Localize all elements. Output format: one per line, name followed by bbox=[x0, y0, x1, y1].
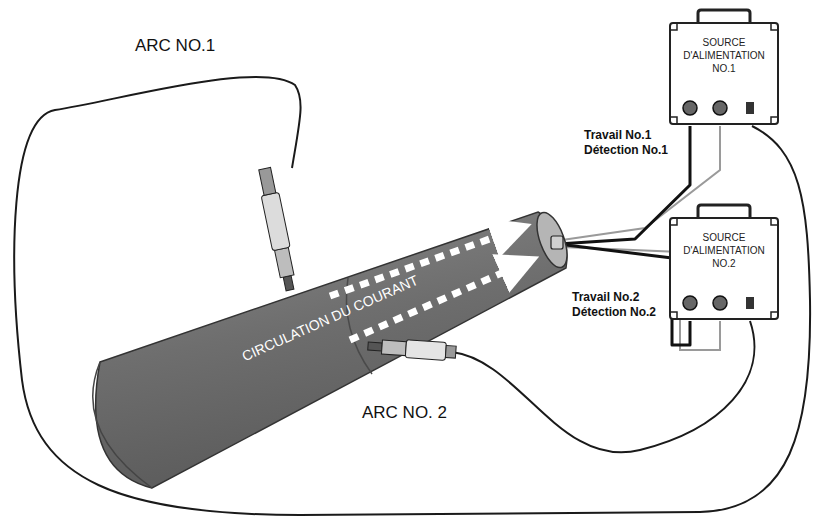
pipe-workpiece: CIRCULATION DU COURANT bbox=[80, 200, 580, 500]
power-source-label: SOURCE D'ALIMENTATION NO.1 bbox=[678, 36, 770, 75]
arc-label: ARC NO. 2 bbox=[362, 403, 447, 423]
welding-torch bbox=[367, 337, 456, 361]
power-source-box: SOURCE D'ALIMENTATION NO.1 bbox=[668, 8, 780, 126]
power-source-box: SOURCE D'ALIMENTATION NO.2 bbox=[668, 203, 780, 321]
power-source-label: SOURCE D'ALIMENTATION NO.2 bbox=[678, 231, 770, 270]
arc-label: ARC NO.1 bbox=[135, 36, 215, 56]
sense-lead-label: Détection No.1 bbox=[584, 143, 668, 157]
torch-cable bbox=[14, 77, 810, 515]
torch-cable bbox=[452, 321, 754, 452]
work-lead-label: Travail No.1 bbox=[584, 128, 651, 142]
work-lead-label: Travail No.2 bbox=[572, 290, 639, 304]
pipe-shape bbox=[80, 200, 580, 500]
welding-torch bbox=[256, 167, 299, 292]
sense-lead-label: Détection No.2 bbox=[572, 305, 656, 319]
